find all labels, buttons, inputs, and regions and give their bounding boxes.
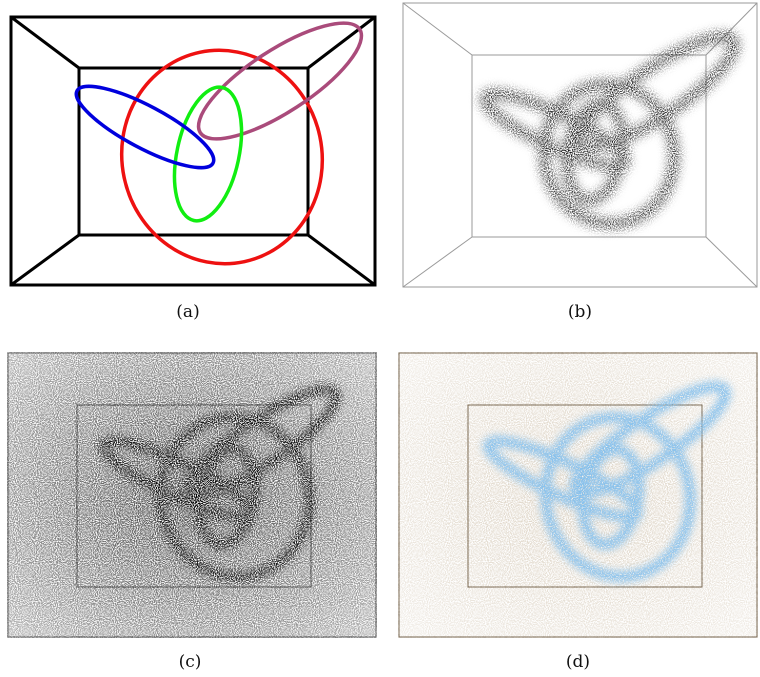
caption-c: (c) — [178, 652, 202, 672]
green-ring — [172, 85, 244, 223]
corner-line-br — [307, 233, 376, 287]
blue-ring — [74, 84, 216, 170]
panel-b-figure — [402, 2, 758, 288]
panel-a-figure — [9, 15, 377, 287]
corner-line-tr — [307, 15, 376, 70]
caption-d: (d) — [565, 652, 591, 672]
corner-line-tl — [10, 15, 80, 70]
panel-d-figure — [398, 352, 758, 638]
panel-c — [7, 352, 377, 638]
corner-line-bl — [10, 233, 80, 287]
point-cloud — [402, 2, 758, 288]
caption-b: (b) — [567, 302, 593, 322]
panel-d — [398, 352, 758, 638]
point-cloud — [7, 352, 377, 638]
red-ring — [119, 48, 325, 266]
blue-rings — [398, 352, 758, 638]
inner-frame — [77, 66, 310, 237]
purple-ring — [196, 21, 364, 141]
panel-b — [402, 2, 758, 288]
panel-c-figure — [7, 352, 377, 638]
outer-frame — [9, 15, 377, 287]
wireframe-box — [9, 15, 377, 287]
panel-a — [9, 15, 379, 287]
caption-a: (a) — [176, 302, 200, 322]
